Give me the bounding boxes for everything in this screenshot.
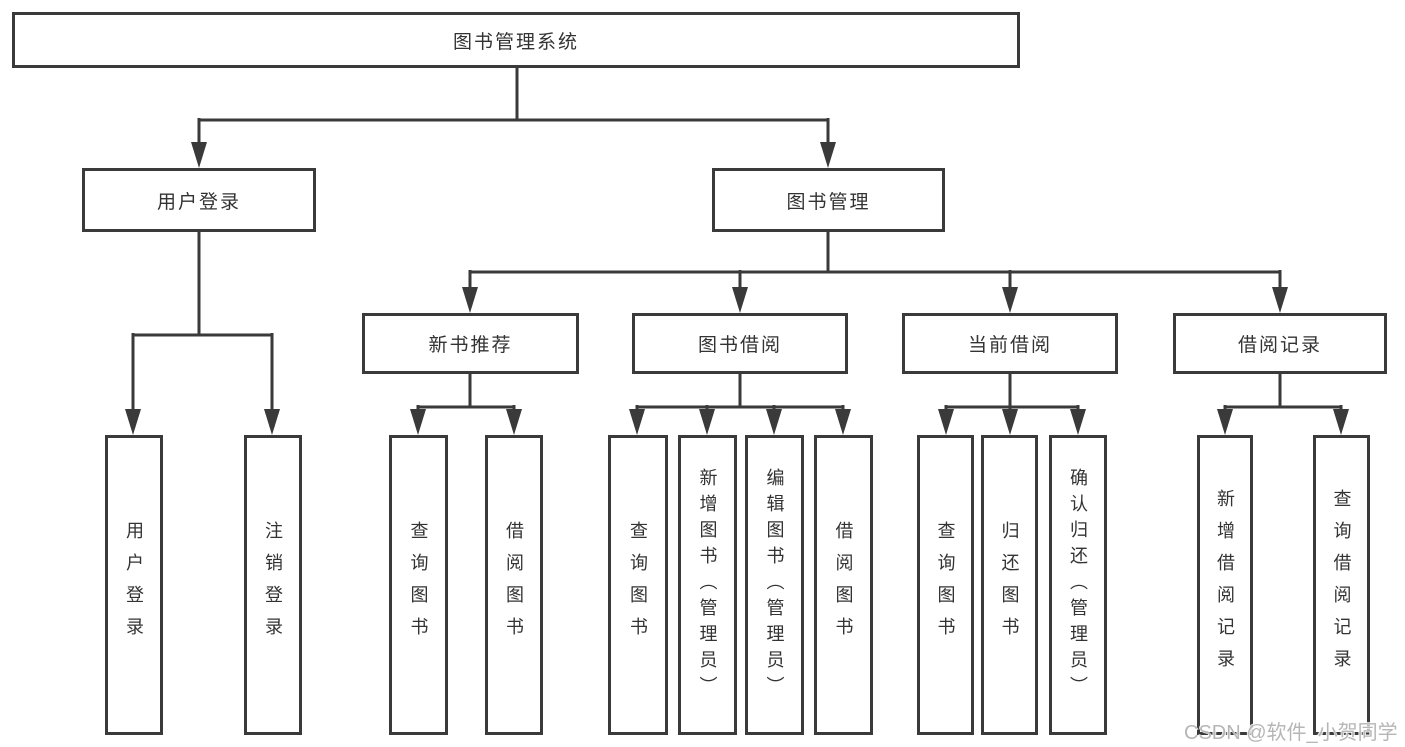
node-leaf-logout: 注销登录	[244, 435, 302, 735]
node-label: 查询借阅记录	[1331, 489, 1352, 681]
node-label: 图书借阅	[697, 335, 782, 356]
node-label: 用户登录	[156, 191, 241, 213]
node-label: 图书管理	[786, 191, 871, 213]
node-label: 归还图书	[999, 521, 1020, 649]
node-current-borrowing: 当前借阅	[902, 313, 1118, 374]
node-new-book-recommend: 新书推荐	[362, 313, 579, 374]
node-label: 新增借阅记录	[1215, 489, 1235, 681]
node-label: 图书管理系统	[452, 31, 579, 53]
node-label: 借阅记录	[1237, 335, 1322, 356]
node-book-borrowing: 图书借阅	[632, 313, 848, 374]
node-label: 用户登录	[124, 521, 144, 649]
node-leaf-confirm-return-admin: 确认归还（管理员）	[1049, 435, 1107, 735]
node-label: 当前借阅	[967, 335, 1052, 356]
node-leaf-query-books-3: 查询图书	[917, 435, 974, 735]
node-label: 编辑图书（管理员）	[764, 468, 785, 702]
node-leaf-edit-book-admin: 编辑图书（管理员）	[745, 435, 804, 735]
node-label: 借阅图书	[504, 521, 524, 649]
node-label: 查询图书	[935, 521, 956, 649]
node-leaf-return-book: 归还图书	[981, 435, 1038, 735]
node-leaf-add-borrow-record: 新增借阅记录	[1197, 435, 1253, 735]
node-label: 查询图书	[628, 521, 648, 649]
node-leaf-query-books-2: 查询图书	[608, 435, 668, 735]
node-label: 新书推荐	[428, 335, 513, 356]
node-label: 注销登录	[263, 521, 283, 649]
node-label: 新增图书（管理员）	[697, 468, 718, 702]
node-root-library-system: 图书管理系统	[12, 12, 1020, 68]
node-label: 查询图书	[408, 521, 429, 649]
node-leaf-user-login: 用户登录	[105, 435, 163, 735]
node-leaf-query-books-1: 查询图书	[389, 435, 448, 735]
node-user-login-branch: 用户登录	[82, 168, 316, 232]
node-leaf-borrow-books-1: 借阅图书	[485, 435, 543, 735]
node-label: 确认归还（管理员）	[1068, 468, 1088, 702]
node-leaf-borrow-books-2: 借阅图书	[814, 435, 873, 735]
csdn-watermark: CSDN @软件_小贺同学	[1184, 722, 1398, 744]
node-leaf-add-book-admin: 新增图书（管理员）	[678, 435, 737, 735]
node-book-management-branch: 图书管理	[712, 168, 945, 232]
node-leaf-query-borrow-record: 查询借阅记录	[1313, 435, 1370, 735]
node-label: 借阅图书	[833, 521, 854, 649]
node-borrowing-records: 借阅记录	[1173, 313, 1387, 374]
